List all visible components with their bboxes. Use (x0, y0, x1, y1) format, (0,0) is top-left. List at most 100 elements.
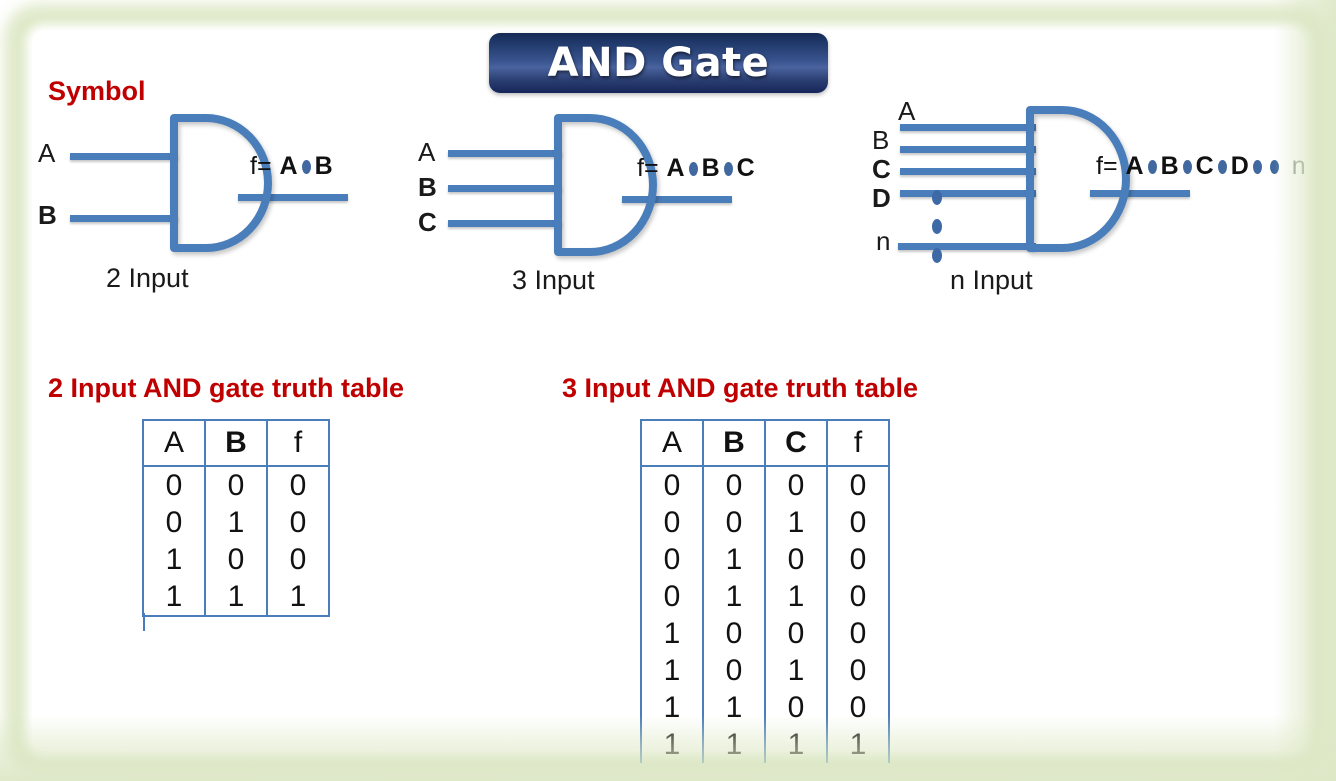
table-cell: 0 (702, 652, 766, 689)
table-header-row: A B f (142, 419, 330, 467)
gaten-input-label-n: n (876, 226, 891, 256)
gaten-input-wire-c (900, 168, 1036, 175)
table-header-cell: B (204, 419, 268, 467)
table-cell: 1 (204, 578, 268, 617)
table-cell: 0 (826, 504, 890, 541)
truth-table-2-input: A B f 0 0 0 0 1 0 1 0 0 1 1 (142, 419, 330, 617)
table-cell: 0 (764, 466, 828, 504)
gate3-input-wire-c (448, 220, 562, 227)
table-cell: 1 (826, 726, 890, 763)
gate2-input-wire-a (70, 153, 178, 160)
page-title: AND Gate (547, 40, 770, 86)
table-cell: 0 (640, 504, 704, 541)
table-cell: 1 (640, 652, 704, 689)
table-cell: 1 (764, 726, 828, 763)
gaten-and-shape (1026, 106, 1130, 252)
title-banner: AND Gate (489, 33, 828, 93)
table-row: 0 0 0 (142, 466, 330, 504)
table-header-cell: A (142, 419, 206, 467)
table-cell: 0 (204, 541, 268, 578)
gaten-input-label-a: A (898, 96, 916, 126)
table-cell: 1 (702, 578, 766, 615)
table-cell: 0 (640, 578, 704, 615)
table-cell: 0 (764, 615, 828, 652)
table-cell: 0 (764, 541, 828, 578)
gate2-input-wire-b (70, 215, 178, 222)
table-row: 1 0 0 (142, 541, 330, 578)
table-cell: 1 (266, 578, 330, 617)
gaten-input-wire-b (900, 146, 1036, 153)
gaten-input-wire-a (900, 124, 1036, 131)
table-row: 1 0 1 0 (640, 652, 890, 689)
table-cell: 0 (826, 615, 890, 652)
gate2-formula: f= A B (250, 152, 333, 181)
table-row: 1 1 1 1 (640, 726, 890, 763)
table-row: 0 1 0 0 (640, 541, 890, 578)
truth-table-3-input-heading: 3 Input AND gate truth table (562, 373, 918, 403)
table-header-cell: C (764, 419, 828, 467)
table-cell: 0 (204, 466, 268, 504)
table-cell: 1 (640, 615, 704, 652)
table-cell: 1 (764, 504, 828, 541)
table-cell: 1 (702, 541, 766, 578)
table-cell: 0 (826, 466, 890, 504)
gaten-formula: f= A B C D n (1096, 152, 1306, 181)
gate3-and-shape (554, 114, 657, 256)
table-cell: 0 (142, 504, 206, 541)
and-operator-dot-icon (688, 161, 698, 176)
truth-table-2-input-heading: 2 Input AND gate truth table (48, 373, 404, 403)
gate3-output-wire (622, 196, 732, 203)
table-header-cell: f (266, 419, 330, 467)
table-row: 0 0 0 0 (640, 466, 890, 504)
gaten-input-label-d: D (872, 183, 891, 213)
and-operator-dot-icon (723, 161, 733, 176)
gate3-input-wire-b (448, 185, 562, 192)
table-header-cell: B (702, 419, 766, 467)
gaten-formula-term-0: A (1125, 152, 1144, 180)
ellipsis-dot-icon (1269, 159, 1279, 174)
table-cell: 0 (826, 652, 890, 689)
table-header-cell: A (640, 419, 704, 467)
table-cell: 0 (266, 541, 330, 578)
gate2-input-label-b: B (38, 200, 57, 230)
table-cell: 1 (764, 578, 828, 615)
table-cell: 0 (142, 466, 206, 504)
gate3-formula-term-0: A (666, 154, 685, 182)
gaten-caption: n Input (950, 265, 1033, 295)
gaten-formula-term-2: C (1195, 152, 1214, 180)
table-cell: 0 (702, 466, 766, 504)
and-operator-dot-icon (1182, 159, 1192, 174)
gate3-input-wire-a (448, 150, 562, 157)
table-row: 1 0 0 0 (640, 615, 890, 652)
gaten-formula-term-3: D (1230, 152, 1249, 180)
table-cell: 0 (826, 578, 890, 615)
table-cell: 0 (826, 541, 890, 578)
table-cell: 1 (142, 541, 206, 578)
table-cell: 1 (764, 652, 828, 689)
gate3-input-label-b: B (418, 172, 437, 202)
gate3-formula-prefix: f= (637, 154, 659, 182)
table2-left-tail (143, 613, 145, 631)
gate3-input-label-a: A (418, 137, 436, 167)
table-cell: 0 (640, 541, 704, 578)
gate3-caption: 3 Input (512, 265, 595, 295)
gate2-input-label-a: A (38, 138, 56, 168)
gaten-input-label-c: C (872, 154, 891, 184)
truth-table-3-input: A B C f 0 0 0 0 0 0 1 0 0 1 0 (640, 419, 890, 763)
and-operator-dot-icon (1217, 159, 1227, 174)
gate2-formula-term-0: A (279, 152, 298, 180)
gate2-formula-prefix: f= (250, 152, 272, 180)
ellipsis-dot-icon (1252, 159, 1262, 174)
table-cell: 0 (826, 689, 890, 726)
and-operator-dot-icon (301, 159, 311, 174)
table-cell: 1 (640, 689, 704, 726)
table-row: 0 1 1 0 (640, 578, 890, 615)
table-cell: 1 (640, 726, 704, 763)
gaten-input-wire-n (898, 243, 1036, 250)
table-header-cell: f (826, 419, 890, 467)
gaten-input-label-b: B (872, 125, 890, 155)
table-cell: 0 (702, 615, 766, 652)
table-row: 1 1 0 0 (640, 689, 890, 726)
table-row: 0 0 1 0 (640, 504, 890, 541)
